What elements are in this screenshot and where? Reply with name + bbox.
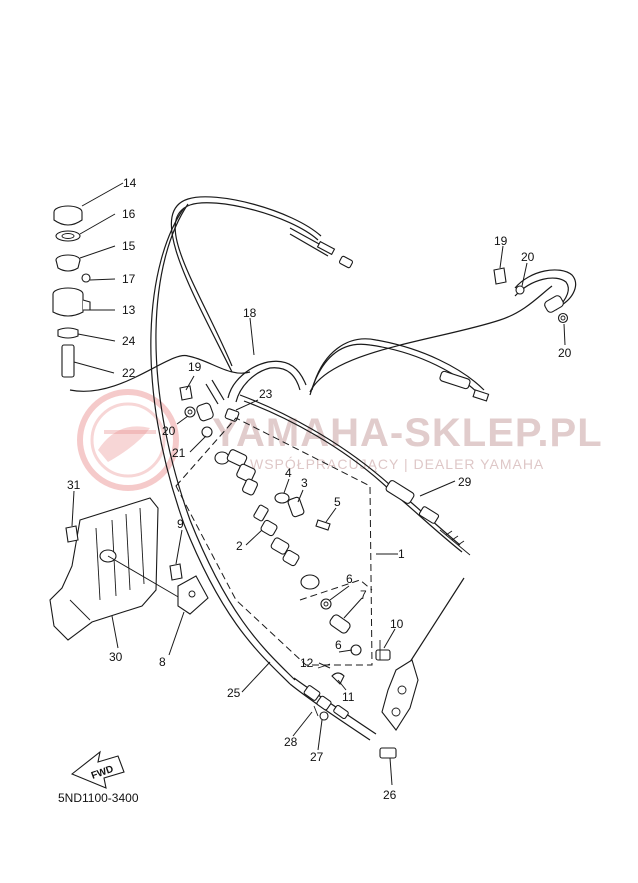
callout-19-left: 19 — [188, 360, 202, 374]
clutch-hose-25-outer — [170, 196, 322, 373]
callout-21: 21 — [172, 446, 186, 460]
fwd-arrow-icon: FWD — [70, 750, 125, 789]
callout-11: 11 — [342, 690, 355, 704]
cable-end-29 — [385, 480, 471, 556]
callout-17: 17 — [122, 272, 136, 286]
callout-29: 29 — [458, 475, 472, 489]
callout-1: 1 — [398, 547, 405, 561]
callout-24: 24 — [122, 334, 136, 348]
assembly-boundary-1 — [175, 417, 373, 666]
callout-26: 26 — [383, 788, 397, 802]
callout-15: 15 — [122, 239, 136, 253]
callout-20-right-lower: 20 — [558, 346, 572, 360]
callouts: 14 16 15 17 13 24 22 18 19 20 21 23 4 3 … — [67, 176, 572, 802]
watermark-site: YAMAHA-SKLEP.PL — [212, 411, 603, 455]
callout-18: 18 — [243, 306, 257, 320]
callout-20-left: 20 — [162, 424, 176, 438]
callout-22: 22 — [122, 366, 136, 380]
master-cylinder-internals — [214, 449, 362, 656]
hose-18 — [205, 360, 307, 405]
clevis-27 — [303, 685, 349, 721]
clutch-hose-25 — [174, 202, 319, 367]
callout-28: 28 — [284, 735, 298, 749]
heat-guard-30 — [49, 497, 209, 641]
watermark-tagline: WSPÓŁPRACUJĄCY | DEALER YAMAHA — [250, 456, 544, 472]
callout-25: 25 — [227, 686, 241, 700]
watermark-logo-icon — [77, 389, 179, 491]
callout-13: 13 — [122, 303, 136, 317]
callout-7: 7 — [360, 588, 367, 602]
reference-code: 5ND1100-3400 — [58, 791, 139, 805]
cable-end-top — [289, 227, 354, 269]
callout-30: 30 — [109, 650, 123, 664]
callout-27: 27 — [310, 750, 324, 764]
callout-9: 9 — [177, 517, 184, 531]
callout-16: 16 — [122, 207, 136, 221]
reservoir-assembly — [52, 205, 91, 378]
watermark: YAMAHA-SKLEP.PL WSPÓŁPRACUJĄCY | DEALER … — [77, 389, 603, 491]
callout-31: 31 — [67, 478, 81, 492]
callout-2: 2 — [236, 539, 243, 553]
cable-29-b — [311, 338, 485, 391]
callout-14: 14 — [123, 176, 137, 190]
callout-19-right: 19 — [494, 234, 508, 248]
callout-23: 23 — [259, 387, 273, 401]
callout-4: 4 — [285, 466, 292, 480]
cable-adjuster-29 — [439, 370, 490, 402]
callout-20-right-upper: 20 — [521, 250, 535, 264]
leader-lines — [71, 182, 566, 786]
callout-10: 10 — [390, 617, 404, 631]
callout-12: 12 — [300, 656, 314, 670]
cable-29-upper — [309, 285, 553, 393]
callout-5: 5 — [334, 495, 341, 509]
callout-3: 3 — [301, 476, 308, 490]
callout-8: 8 — [159, 655, 166, 669]
cable-29-lower-b — [243, 400, 463, 553]
clutch-hose-loop-left-outer — [150, 207, 291, 685]
cable-29-left — [69, 355, 251, 392]
callout-6-lower: 6 — [335, 638, 342, 652]
hose-right — [493, 267, 577, 324]
pedal-linkage — [289, 577, 465, 759]
callout-6-upper: 6 — [346, 572, 353, 586]
cable-29 — [309, 343, 481, 396]
